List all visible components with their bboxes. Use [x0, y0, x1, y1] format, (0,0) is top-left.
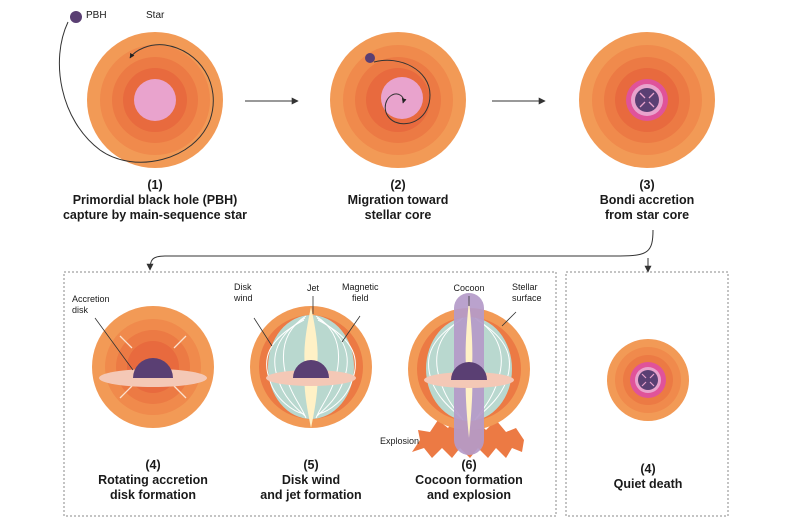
caption-stage-6-number: (6)	[461, 458, 477, 472]
label-magnetic-field-line2: field	[352, 292, 369, 303]
stage-4-black-hole	[133, 358, 173, 378]
branch-line	[146, 229, 654, 271]
caption-stage-6-line2: and explosion	[426, 488, 512, 502]
stage-3-black-hole	[635, 88, 659, 112]
label-accretion-disk-line1: Accretion	[72, 294, 110, 304]
label-magnetic-field: Magnetic field	[342, 282, 379, 303]
stage-5-black-hole	[293, 360, 329, 378]
frame-successful-explosion	[63, 271, 557, 517]
stage-3-star	[579, 32, 715, 168]
label-disk-wind: Disk wind	[234, 282, 253, 303]
label-accretion-disk-line2: disk	[72, 304, 89, 315]
caption-stage-3: (3) Bondi accretion from star core	[567, 178, 727, 223]
caption-stage-5-line1: Disk wind	[281, 473, 341, 487]
label-magnetic-field-line1: Magnetic	[342, 282, 379, 292]
stage-5-star	[250, 306, 372, 428]
caption-stage-6: (6) Cocoon formation and explosion	[394, 458, 544, 503]
label-stellar-surface: Stellar surface	[512, 282, 542, 303]
caption-stage-1-number: (1)	[147, 178, 163, 192]
stage-2-core	[381, 77, 423, 119]
caption-stage-2: (2) Migration toward stellar core	[318, 178, 478, 223]
caption-quiet-death: (4) Quiet death	[588, 462, 708, 492]
caption-stage-4: (4) Rotating accretion disk formation	[78, 458, 228, 503]
caption-quiet-death-number: (4)	[640, 462, 656, 476]
stage-2-pbh	[365, 53, 375, 63]
label-cocoon: Cocoon	[453, 283, 485, 293]
stage-6-jet	[465, 300, 473, 438]
quiet-death-star	[607, 339, 689, 421]
label-disk-wind-line2: wind	[234, 292, 253, 303]
label-accretion-disk: Accretion disk	[72, 294, 110, 315]
caption-stage-2-number: (2)	[390, 178, 406, 192]
label-explosion: Explosion	[380, 436, 420, 446]
caption-stage-2-line1: Migration toward	[347, 193, 449, 207]
accretion-disk-leader	[94, 317, 134, 371]
caption-quiet-death-line1: Quiet death	[613, 477, 683, 491]
stage-1-star	[87, 32, 223, 168]
caption-stage-5-line2: and jet formation	[260, 488, 362, 502]
caption-stage-4-number: (4)	[145, 458, 161, 472]
stage-4-star	[92, 306, 214, 428]
stage-1-core	[134, 79, 176, 121]
stage-2-star	[330, 32, 466, 168]
label-stellar-surface-line1: Stellar	[512, 282, 538, 292]
caption-stage-2-line2: stellar core	[364, 208, 432, 222]
pbh-marker	[70, 11, 82, 23]
label-pbh: PBH	[86, 10, 107, 21]
caption-stage-1-line2: capture by main-sequence star	[62, 208, 248, 222]
caption-stage-4-line1: Rotating accretion	[98, 473, 208, 487]
caption-stage-3-line1: Bondi accretion	[599, 193, 695, 207]
stage-5-jet-up	[304, 307, 318, 366]
capture-trajectory	[58, 21, 214, 163]
caption-stage-4-line2: disk formation	[109, 488, 197, 502]
stage-6-star	[408, 293, 530, 458]
stage-6-black-hole	[451, 362, 487, 380]
disk-wind-leader	[253, 317, 273, 347]
quiet-death-black-hole	[638, 370, 658, 390]
caption-stage-3-line2: from star core	[604, 208, 690, 222]
label-jet: Jet	[306, 283, 319, 293]
label-star: Star	[146, 10, 165, 21]
label-stellar-surface-line2: surface	[512, 292, 542, 303]
caption-stage-1-line1: Primordial black hole (PBH)	[72, 193, 238, 207]
migration-spiral	[373, 59, 431, 125]
caption-stage-6-line1: Cocoon formation	[415, 473, 523, 487]
magnetic-field-leader	[341, 315, 361, 343]
caption-stage-3-number: (3)	[639, 178, 655, 192]
label-disk-wind-line1: Disk	[234, 282, 252, 292]
caption-stage-1: (1) Primordial black hole (PBH) capture …	[55, 178, 255, 223]
caption-stage-5-number: (5)	[303, 458, 319, 472]
caption-stage-5: (5) Disk wind and jet formation	[241, 458, 381, 503]
stellar-surface-leader	[501, 311, 517, 327]
